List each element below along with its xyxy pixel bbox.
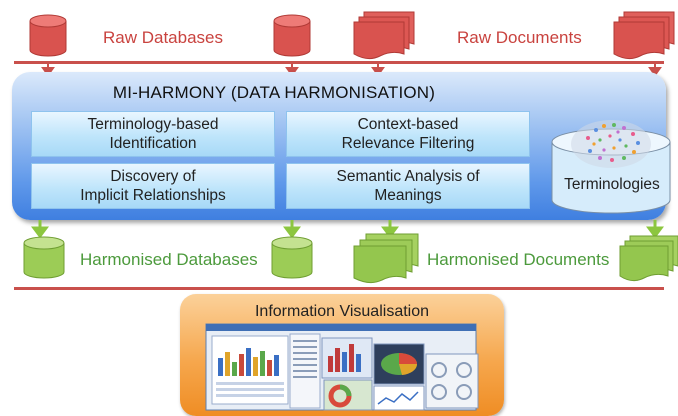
terminology-identification-box: Terminology-based Identification — [31, 111, 275, 157]
brain-icon — [586, 123, 640, 162]
harmonised-databases-label: Harmonised Databases — [80, 250, 258, 269]
harmonised-arrows — [31, 220, 664, 239]
harmonised-database-icon — [23, 236, 65, 279]
harmonised-data-line — [14, 287, 664, 290]
raw-database-icon — [29, 14, 67, 57]
harmonised-documents-icon — [353, 233, 419, 284]
implicit-relationships-box: Discovery of Implicit Relationships — [31, 163, 275, 209]
raw-documents-label: Raw Documents — [457, 28, 582, 47]
visualisation-title: Information Visualisation — [254, 303, 430, 320]
dashboard-screenshots-image — [205, 323, 479, 411]
implicit-relationships-label: Discovery of Implicit Relationships — [80, 168, 226, 204]
context-filtering-label: Context-based Relevance Filtering — [341, 116, 475, 152]
terminologies-database-icon — [551, 120, 671, 214]
raw-documents-icon — [613, 11, 675, 60]
raw-data-line — [14, 61, 664, 64]
harmonised-documents-label: Harmonised Documents — [427, 250, 610, 269]
raw-databases-label: Raw Databases — [103, 28, 224, 47]
raw-database-icon — [273, 14, 311, 57]
raw-documents-icon — [353, 11, 415, 60]
harmonised-documents-icon — [619, 235, 678, 282]
context-filtering-box: Context-based Relevance Filtering — [286, 111, 530, 157]
terminologies-label: Terminologies — [564, 176, 660, 193]
harmonised-database-icon — [271, 236, 313, 279]
raw-arrows — [41, 62, 662, 77]
semantic-analysis-box: Semantic Analysis of Meanings — [286, 163, 530, 209]
harmonisation-title: MI-HARMONY (DATA HARMONISATION) — [112, 83, 436, 102]
semantic-analysis-label: Semantic Analysis of Meanings — [336, 168, 480, 204]
terminology-identification-label: Terminology-based Identification — [87, 116, 219, 152]
